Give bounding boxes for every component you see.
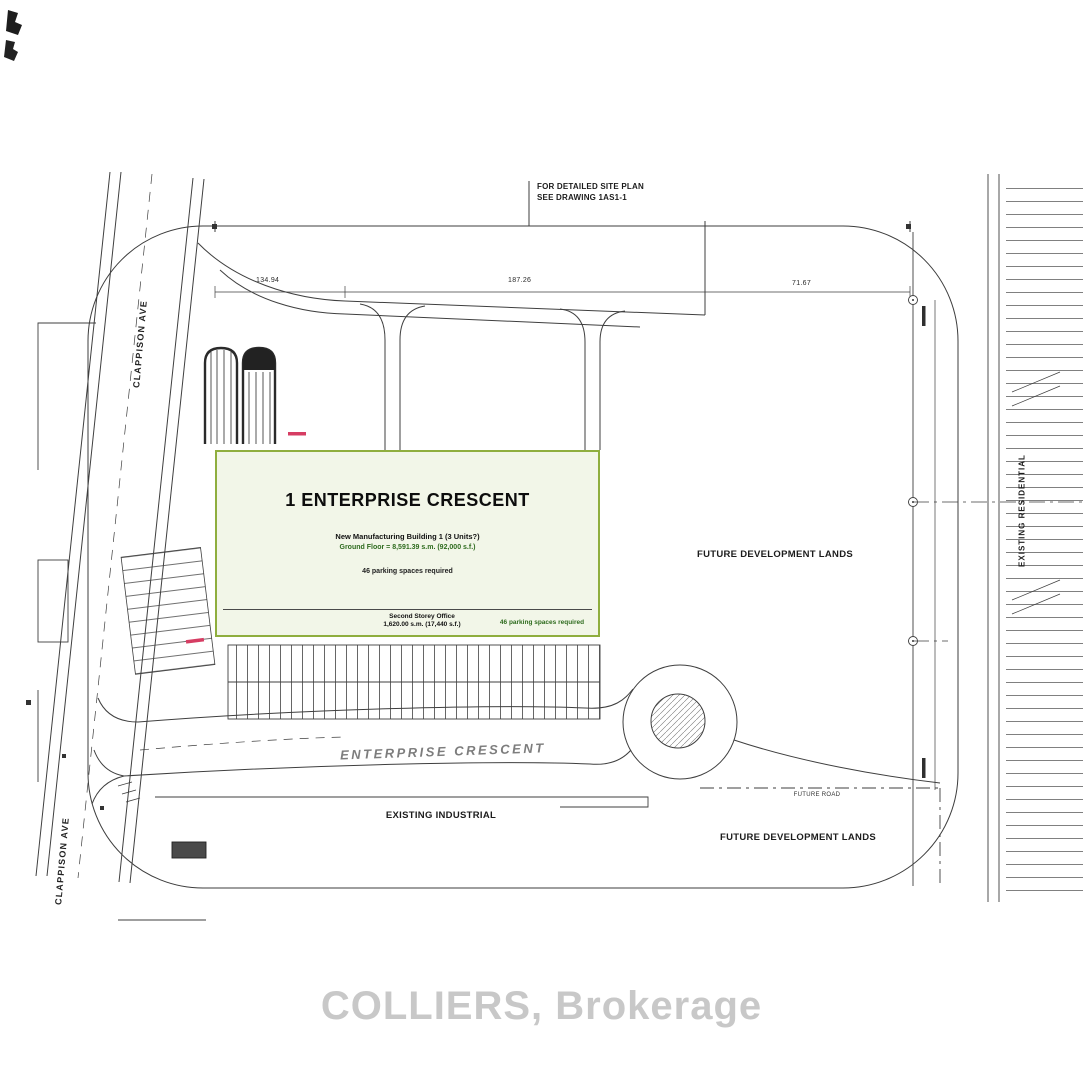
dimension-top-mid: 187.26 <box>508 277 532 284</box>
parcel-ground-floor: Ground Floor = 8,591.39 s.m. (92,000 s.f… <box>339 544 476 551</box>
south-edge-lines <box>155 787 941 886</box>
parcel-subtitle: New Manufacturing Building 1 (3 Units?) <box>335 532 480 541</box>
parcel-office-parking: 46 parking spaces required <box>499 619 585 626</box>
detail-callout-line2: SEE DRAWING 1AS1-1 <box>537 193 627 202</box>
dimension-top-left: 134.94 <box>256 277 280 284</box>
east-residential-lots <box>987 174 1083 902</box>
top-dimension-line <box>214 286 911 298</box>
parcel-title: 1 ENTERPRISE CRESCENT <box>285 490 530 510</box>
detail-callout-line1: FOR DETAILED SITE PLAN <box>537 182 644 191</box>
area-label-future-dev-south: FUTURE DEVELOPMENT LANDS <box>719 832 877 843</box>
parcel-office: Second Storey Office 1,620.00 s.m. (17,4… <box>337 613 507 629</box>
north-parking-stalls <box>203 346 277 444</box>
parcel-office-line1: Second Storey Office <box>389 613 455 620</box>
parcel-parking: 46 parking spaces required <box>362 568 453 575</box>
area-label-future-road: FUTURE ROAD <box>793 792 841 798</box>
area-label-existing-industrial: EXISTING INDUSTRIAL <box>385 810 497 821</box>
internal-roads <box>197 230 706 450</box>
enterprise-crescent-road <box>91 664 941 805</box>
parcel-office-line2: 1,620.00 s.m. (17,440 s.f.) <box>383 621 461 628</box>
west-parking-stalls <box>120 546 216 675</box>
dimension-top-right: 71.67 <box>792 280 812 287</box>
east-dimension-line <box>908 232 1083 886</box>
highlight-parcel: 1 ENTERPRISE CRESCENT New Manufacturing … <box>215 450 600 637</box>
west-structures <box>26 322 207 921</box>
parcel-divider <box>223 609 592 610</box>
area-label-future-dev-east: FUTURE DEVELOPMENT LANDS <box>696 549 854 560</box>
clappison-road-lines <box>35 171 205 884</box>
scan-artifacts <box>4 10 22 61</box>
red-markers <box>185 432 306 644</box>
watermark: COLLIERS, Brokerage <box>320 984 763 1028</box>
property-boundary <box>87 181 959 889</box>
area-label-existing-residential: EXISTING RESIDENTIAL <box>1017 454 1027 567</box>
